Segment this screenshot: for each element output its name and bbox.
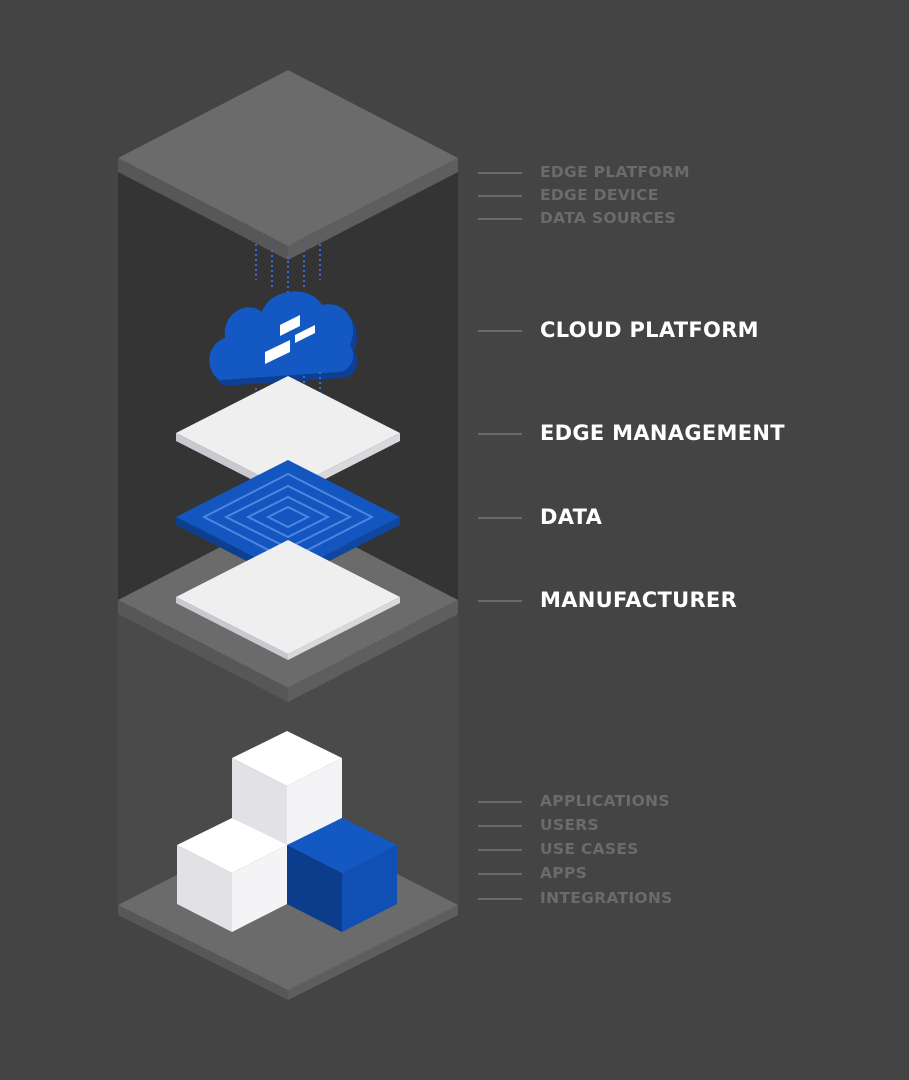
tick-apps [478,873,522,875]
tick-data-sources [478,218,522,220]
label-edge-management: EDGE MANAGEMENT [540,421,785,445]
label-apps: APPS [540,864,588,882]
tick-edge-management [478,433,522,435]
top-slab [118,70,458,260]
manufacturer-tile [176,540,400,660]
label-use-cases: USE CASES [540,840,639,858]
label-data: DATA [540,505,603,529]
tick-data [478,517,522,519]
tick-edge-platform [478,172,522,174]
label-users: USERS [540,816,599,834]
label-manufacturer: MANUFACTURER [540,588,738,612]
label-cloud-platform: CLOUD PLATFORM [540,318,759,342]
tick-manufacturer [478,600,522,602]
tick-applications [478,801,522,803]
tick-cloud-platform [478,330,522,332]
cloud-icon [209,291,358,386]
tick-use-cases [478,849,522,851]
label-edge-platform: EDGE PLATFORM [540,163,690,181]
tick-integrations [478,898,522,900]
label-edge-device: EDGE DEVICE [540,186,659,204]
tick-users [478,825,522,827]
label-data-sources: DATA SOURCES [540,209,677,227]
label-applications: APPLICATIONS [540,792,670,810]
label-integrations: INTEGRATIONS [540,889,673,907]
cube-stack-icon [177,731,397,932]
tick-edge-device [478,195,522,197]
